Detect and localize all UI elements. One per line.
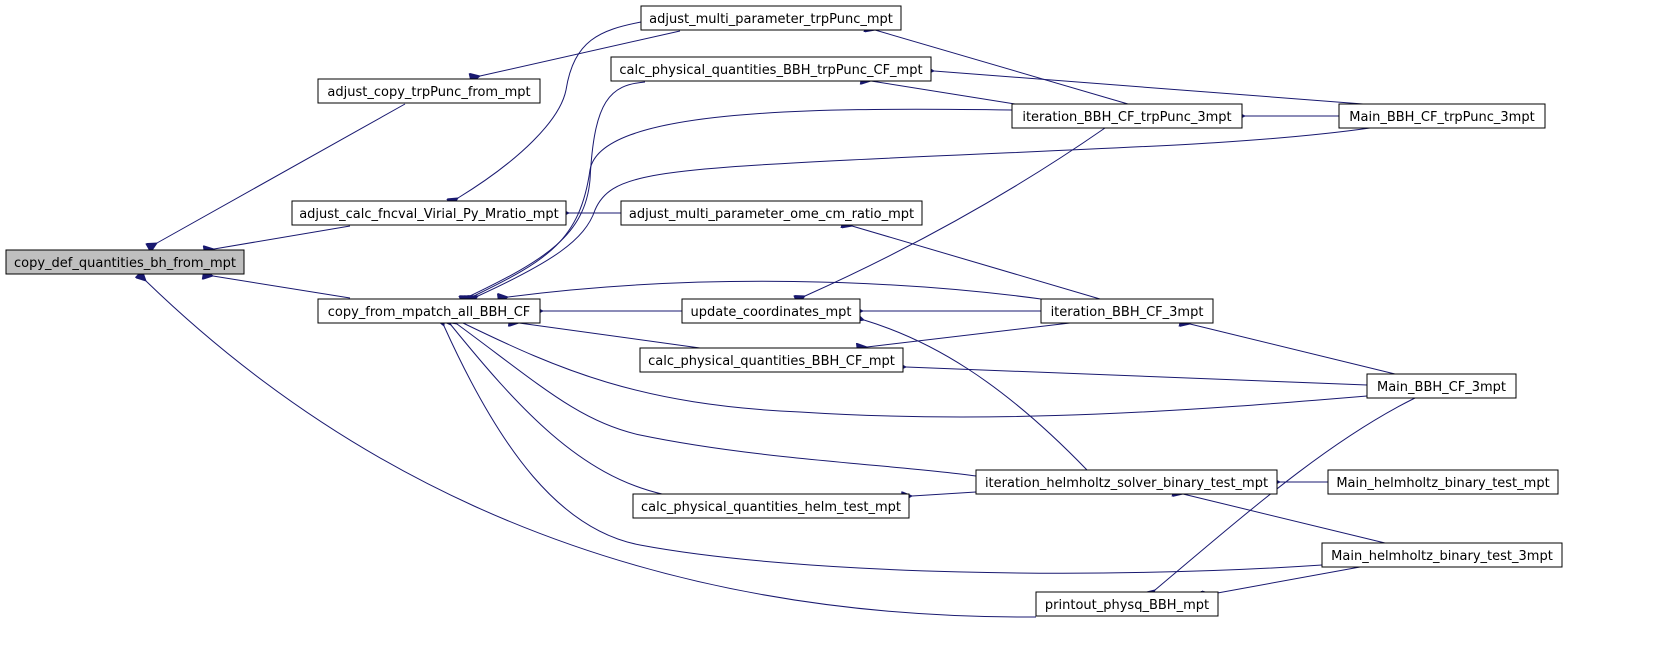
- edge-adj_calc-to-copy_def: [214, 225, 351, 249]
- node-label: calc_physical_quantities_BBH_CF_mpt: [648, 354, 895, 369]
- node-label: copy_from_mpatch_all_BBH_CF: [328, 305, 531, 320]
- node-label: adjust_copy_trpPunc_from_mpt: [327, 85, 530, 100]
- edge-adj_copy-to-copy_def: [157, 103, 406, 243]
- node-box[interactable]: [1040, 298, 1214, 324]
- node-label: adjust_multi_parameter_trpPunc_mpt: [649, 12, 893, 27]
- edge-iter_helm-to-update_coord: [864, 320, 1088, 471]
- node-main-3mpt[interactable]: Main_BBH_CF_3mpt: [1366, 373, 1517, 399]
- node-box[interactable]: [681, 298, 861, 324]
- node-label: calc_physical_quantities_BBH_trpPunc_CF_…: [619, 63, 922, 78]
- node-box[interactable]: [1035, 591, 1219, 617]
- node-adj-calc[interactable]: adjust_calc_fncval_Virial_Py_Mratio_mpt: [291, 200, 567, 226]
- edge-iter_trp-to-adj_multi_trp: [875, 30, 1129, 105]
- node-box[interactable]: [632, 493, 910, 519]
- edge-main_helm3-to-printout: [1212, 566, 1361, 594]
- edge-main_helm3-to-iter_helm: [1183, 494, 1386, 544]
- node-label: adjust_multi_parameter_ome_cm_ratio_mpt: [629, 207, 914, 222]
- edge-iter_helm-to-copy_from: [457, 324, 977, 477]
- node-box[interactable]: [1011, 103, 1243, 129]
- edge-iter_trp-to-update_coord: [805, 127, 1106, 296]
- edge-main_helm3-to-copy_from: [444, 326, 1323, 574]
- edge-iter_helm-to-calc_helm: [912, 492, 977, 496]
- node-box[interactable]: [291, 200, 567, 226]
- edge-adj_multi_trp-to-adj_copy: [480, 30, 681, 76]
- node-label: iteration_BBH_CF_trpPunc_3mpt: [1022, 110, 1231, 125]
- edge-calc_helm-to-copy_from: [451, 325, 663, 495]
- node-copy-def[interactable]: copy_def_quantities_bh_from_mpt: [5, 249, 245, 275]
- node-label: Main_helmholtz_binary_test_mpt: [1336, 476, 1549, 491]
- node-box[interactable]: [620, 200, 923, 226]
- node-box[interactable]: [317, 298, 541, 324]
- node-box[interactable]: [1321, 542, 1563, 568]
- edge-calc_cf-to-copy_from: [519, 323, 701, 349]
- node-iter-trp[interactable]: iteration_BBH_CF_trpPunc_3mpt: [1011, 103, 1243, 129]
- node-adj-multi-trp[interactable]: adjust_multi_parameter_trpPunc_mpt: [640, 5, 902, 31]
- node-box[interactable]: [5, 249, 245, 275]
- node-calc-trp[interactable]: calc_physical_quantities_BBH_trpPunc_CF_…: [610, 56, 932, 82]
- edge-adj_multi_trp-to-adj_calc: [458, 21, 642, 198]
- edge-main_3mpt-to-calc_cf: [906, 367, 1368, 386]
- edges-layer: [146, 21, 1416, 618]
- node-box[interactable]: [1327, 469, 1559, 495]
- node-label: update_coordinates_mpt: [691, 305, 852, 320]
- edge-calc_trp-to-copy_from: [470, 81, 646, 296]
- edge-iter_3mpt-to-copy_from: [508, 280, 1042, 299]
- node-box[interactable]: [640, 5, 902, 31]
- node-iter-3mpt[interactable]: iteration_BBH_CF_3mpt: [1040, 298, 1214, 324]
- node-iter-helm[interactable]: iteration_helmholtz_solver_binary_test_m…: [975, 469, 1278, 495]
- node-box[interactable]: [639, 347, 904, 373]
- node-label: Main_BBH_CF_trpPunc_3mpt: [1349, 110, 1534, 125]
- edge-main_3mpt-to-copy_from: [463, 323, 1368, 418]
- edge-iter_3mpt-to-calc_cf: [867, 322, 1071, 347]
- node-box[interactable]: [610, 56, 932, 82]
- edge-iter_3mpt-to-adj_multi_ome: [852, 226, 1101, 300]
- edge-main_3mpt-to-iter_3mpt: [1190, 324, 1396, 375]
- node-label: Main_helmholtz_binary_test_3mpt: [1331, 549, 1553, 564]
- node-main-helm[interactable]: Main_helmholtz_binary_test_mpt: [1327, 469, 1559, 495]
- node-update-coord[interactable]: update_coordinates_mpt: [681, 298, 861, 324]
- node-main-trp[interactable]: Main_BBH_CF_trpPunc_3mpt: [1338, 103, 1546, 129]
- node-label: copy_def_quantities_bh_from_mpt: [14, 256, 236, 271]
- node-label: iteration_BBH_CF_3mpt: [1051, 305, 1204, 320]
- nodes-layer: copy_def_quantities_bh_from_mpt adjust_co…: [5, 5, 1563, 617]
- node-label: adjust_calc_fncval_Virial_Py_Mratio_mpt: [299, 207, 559, 222]
- node-copy-from[interactable]: copy_from_mpatch_all_BBH_CF: [317, 298, 541, 324]
- node-label: iteration_helmholtz_solver_binary_test_m…: [985, 476, 1268, 491]
- edge-main_trp-to-copy_from: [478, 127, 1371, 296]
- node-box[interactable]: [1366, 373, 1517, 399]
- edge-iter_trp-to-copy_from: [474, 108, 1013, 296]
- node-adj-multi-ome[interactable]: adjust_multi_parameter_ome_cm_ratio_mpt: [620, 200, 923, 226]
- edge-main_3mpt-to-printout: [1155, 397, 1416, 590]
- node-label: printout_physq_BBH_mpt: [1045, 598, 1209, 613]
- edge-copy_from-to-copy_def: [213, 276, 351, 299]
- edge-printout-to-copy_def: [146, 281, 1037, 618]
- node-box[interactable]: [975, 469, 1278, 495]
- node-label: calc_physical_quantities_helm_test_mpt: [641, 500, 901, 515]
- node-box[interactable]: [317, 78, 541, 104]
- edge-iter_trp-to-calc_trp: [871, 81, 1016, 105]
- node-label: Main_BBH_CF_3mpt: [1377, 380, 1506, 395]
- node-main-helm3[interactable]: Main_helmholtz_binary_test_3mpt: [1321, 542, 1563, 568]
- node-calc-cf[interactable]: calc_physical_quantities_BBH_CF_mpt: [639, 347, 904, 373]
- node-adj-copy[interactable]: adjust_copy_trpPunc_from_mpt: [317, 78, 541, 104]
- node-printout[interactable]: printout_physq_BBH_mpt: [1035, 591, 1219, 617]
- edge-main_trp-to-calc_trp: [934, 71, 1364, 105]
- node-box[interactable]: [1338, 103, 1546, 129]
- node-calc-helm[interactable]: calc_physical_quantities_helm_test_mpt: [632, 493, 910, 519]
